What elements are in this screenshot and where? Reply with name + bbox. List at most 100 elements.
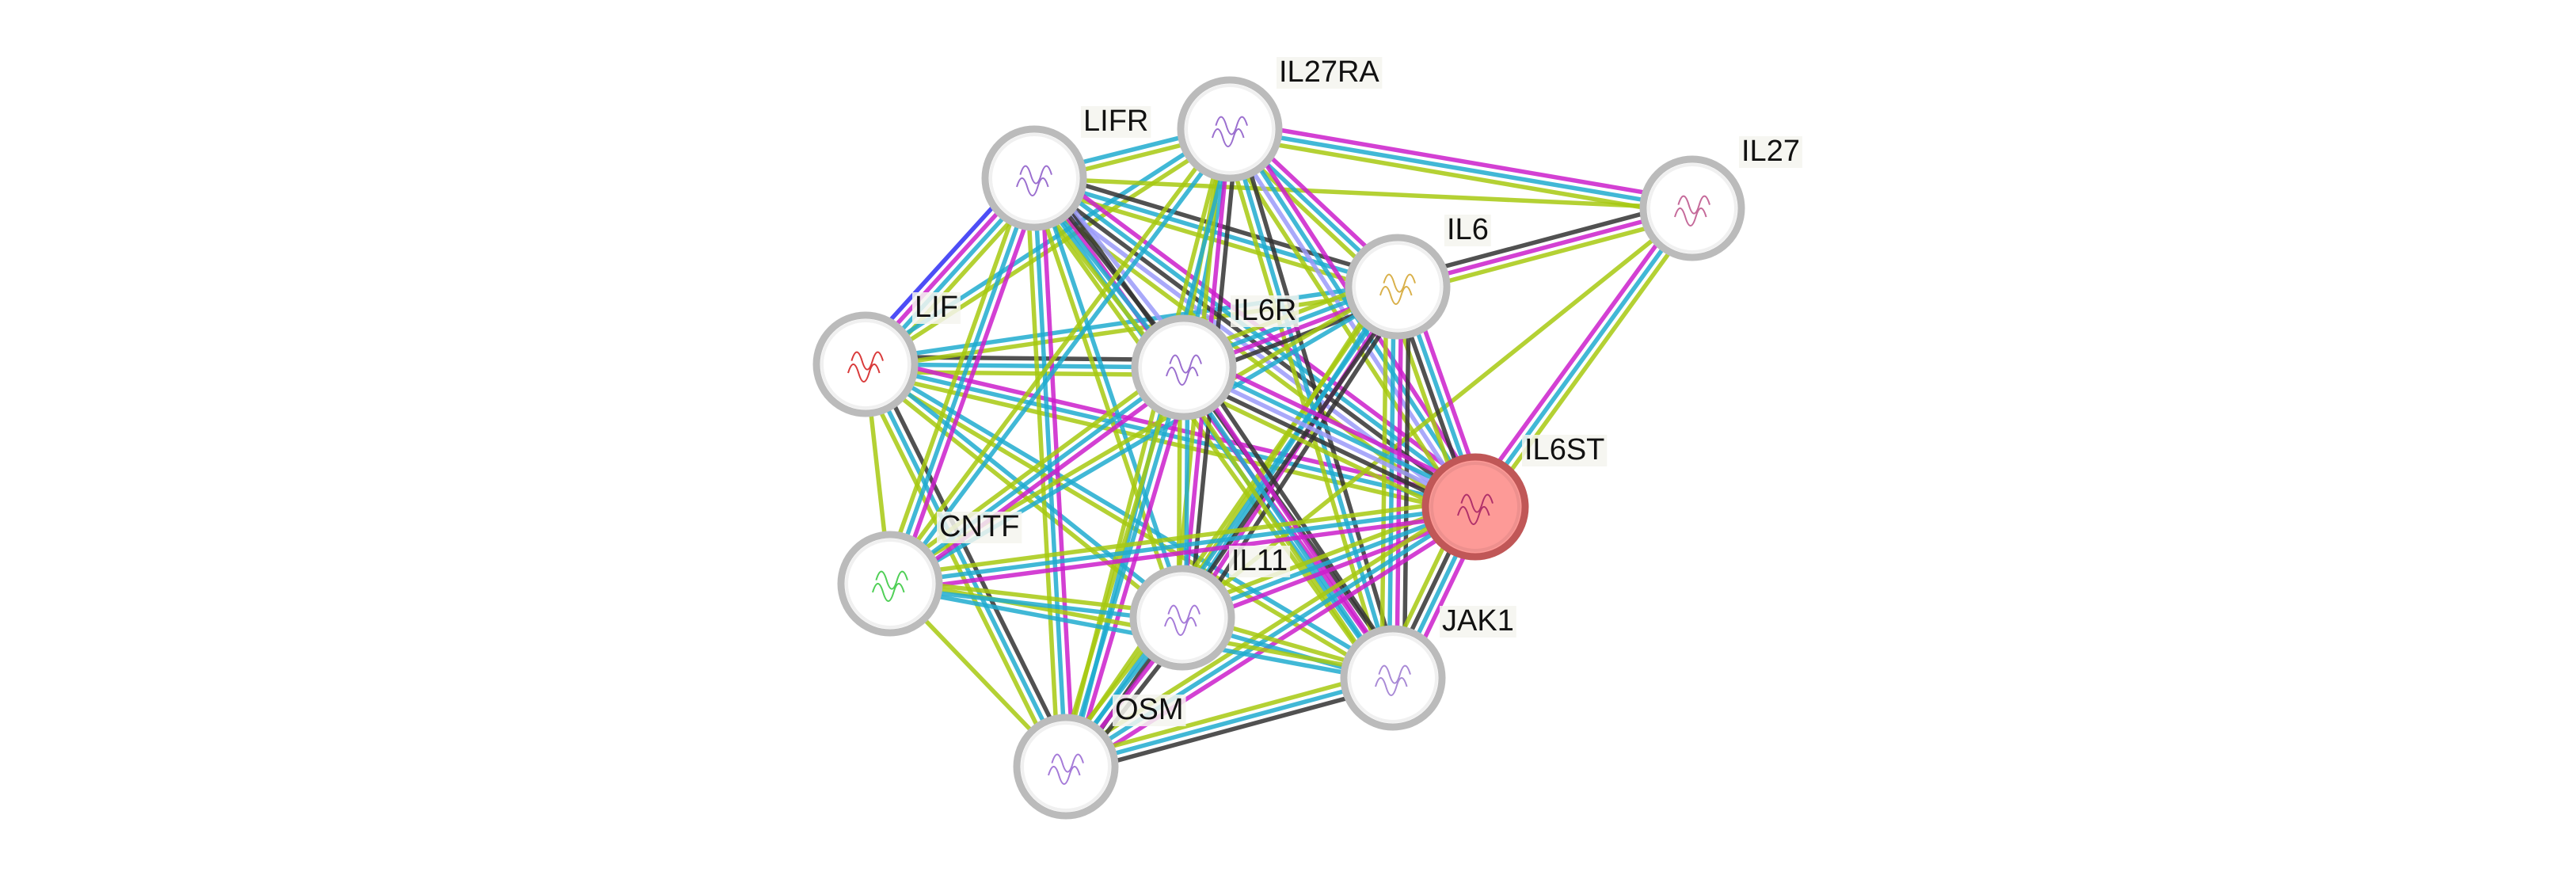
edge-line-exp[interactable]	[1467, 202, 1688, 504]
edge-line-db[interactable]	[1033, 176, 1398, 289]
edge-line-txt[interactable]	[1172, 372, 1386, 686]
node-label-background	[1081, 106, 1151, 138]
node-circle[interactable]	[1131, 314, 1237, 421]
edge-line-txt[interactable]	[862, 365, 1392, 683]
node-il27ra[interactable]: IL27RA	[1177, 55, 1383, 182]
node-cntf[interactable]: CNTF	[837, 510, 1022, 637]
edge-line-txt[interactable]	[888, 497, 1475, 579]
edge-line-txt[interactable]	[866, 287, 1399, 371]
node-label: CNTF	[939, 510, 1019, 543]
protein-structure-icon	[1164, 604, 1200, 636]
edge-il6r-cntf[interactable]	[884, 360, 1190, 592]
edge-lifr-cntf[interactable]	[881, 174, 1044, 588]
edge-line-txt[interactable]	[1176, 379, 1470, 523]
node-label-background	[1231, 295, 1299, 327]
node-label: IL6R	[1233, 294, 1296, 327]
edge-line-db[interactable]	[1473, 207, 1695, 508]
protein-structure-icon	[1379, 273, 1416, 305]
node-circle[interactable]	[837, 531, 943, 637]
node-label: JAK1	[1442, 604, 1514, 638]
edge-line-homol[interactable]	[1182, 365, 1477, 509]
edge-line-db[interactable]	[1032, 177, 1068, 767]
node-circle[interactable]	[1340, 625, 1446, 731]
edge-line-db[interactable]	[865, 362, 1185, 370]
edge-line-exp[interactable]	[1068, 511, 1481, 775]
edge-line-exp[interactable]	[890, 512, 1477, 594]
edge-line-exp[interactable]	[1041, 164, 1486, 497]
edge-line-coexp[interactable]	[1189, 291, 1410, 626]
edge-line-db[interactable]	[1229, 127, 1693, 211]
node-circle[interactable]	[1177, 76, 1283, 182]
edge-line-txt[interactable]	[1056, 364, 1179, 766]
edge-il27ra-cntf[interactable]	[885, 125, 1235, 588]
edge-line-exp[interactable]	[1185, 364, 1398, 677]
edge-line-txt[interactable]	[884, 360, 1181, 580]
edge-lifr-il27[interactable]	[1033, 176, 1693, 211]
node-lif[interactable]: LIF	[812, 291, 961, 417]
node-label-background	[1277, 57, 1383, 89]
edge-jak1-osm[interactable]	[1063, 668, 1396, 776]
node-lifr[interactable]: LIFR	[981, 105, 1151, 231]
node-label-background	[912, 292, 961, 324]
node-circle[interactable]	[1345, 234, 1451, 340]
node-inner-shadow	[1021, 721, 1111, 812]
node-jak1[interactable]: JAK1	[1340, 604, 1516, 731]
edge-lifr-il11[interactable]	[1028, 176, 1189, 620]
edge-il6r-il6st[interactable]	[1176, 352, 1483, 523]
node-il6r[interactable]: IL6R	[1131, 294, 1299, 421]
node-circle[interactable]	[981, 125, 1087, 231]
edge-line-exp[interactable]	[1071, 368, 1193, 770]
edge-il6r-osm[interactable]	[1056, 364, 1193, 770]
edge-line-coexp[interactable]	[870, 360, 1075, 764]
node-label-background	[1522, 435, 1608, 466]
edge-line-exp[interactable]	[1189, 352, 1483, 496]
node-il27[interactable]: IL27	[1639, 135, 1802, 261]
protein-structure-icon	[1166, 354, 1202, 386]
node-circle[interactable]	[812, 311, 919, 417]
edge-line-txt[interactable]	[1033, 176, 1693, 211]
edge-line-txt[interactable]	[1028, 178, 1181, 620]
node-il6st[interactable]: IL6ST	[1421, 433, 1608, 561]
node-circle[interactable]	[1013, 714, 1119, 820]
edge-line-txt[interactable]	[885, 125, 1229, 583]
edge-line-txt[interactable]	[865, 369, 1184, 378]
edge-line-txt[interactable]	[1479, 211, 1700, 513]
edge-line-db[interactable]	[891, 130, 1235, 588]
node-il11[interactable]: IL11	[1129, 544, 1291, 671]
node-circle[interactable]	[1421, 453, 1529, 561]
edge-line-coexp[interactable]	[1191, 360, 1405, 673]
edge-line-db[interactable]	[1185, 358, 1480, 502]
edge-il27-il6st[interactable]	[1467, 202, 1700, 513]
node-il6[interactable]: IL6	[1345, 213, 1491, 340]
node-inner-shadow	[1137, 573, 1227, 663]
edge-line-db[interactable]	[888, 365, 1185, 586]
edge-line-coexp[interactable]	[1035, 169, 1401, 282]
node-inner-shadow	[820, 319, 911, 409]
edge-line-exp[interactable]	[893, 371, 1190, 592]
protein-structure-icon	[1048, 753, 1084, 785]
edge-line-coexp[interactable]	[1067, 683, 1396, 776]
node-circle[interactable]	[1129, 565, 1235, 671]
edge-line-exp[interactable]	[895, 180, 1044, 588]
protein-structure-icon	[1457, 493, 1493, 525]
edge-line-exp[interactable]	[1231, 119, 1695, 204]
edge-line-txt[interactable]	[866, 130, 1234, 370]
edge-line-coexp[interactable]	[866, 354, 1185, 363]
edge-line-db[interactable]	[1035, 176, 1189, 618]
edge-line-coexp[interactable]	[1179, 372, 1474, 516]
edge-line-txt[interactable]	[1063, 668, 1392, 762]
node-osm[interactable]: OSM	[1013, 693, 1186, 820]
edge-il6st-cntf[interactable]	[888, 497, 1477, 594]
node-label-background	[1444, 215, 1491, 246]
node-circle[interactable]	[1639, 155, 1745, 261]
node-label-background	[1440, 606, 1516, 638]
edge-line-db[interactable]	[889, 504, 1476, 586]
edge-line-txt[interactable]	[1227, 134, 1691, 219]
edge-line-db[interactable]	[888, 177, 1037, 584]
edge-il27ra-il27[interactable]	[1227, 119, 1695, 219]
edge-line-exp[interactable]	[1394, 287, 1404, 679]
edge-line-db[interactable]	[1064, 367, 1186, 767]
edge-line-db[interactable]	[1065, 676, 1394, 769]
edge-lif-il6r[interactable]	[865, 354, 1185, 378]
edge-line-txt[interactable]	[881, 174, 1029, 582]
